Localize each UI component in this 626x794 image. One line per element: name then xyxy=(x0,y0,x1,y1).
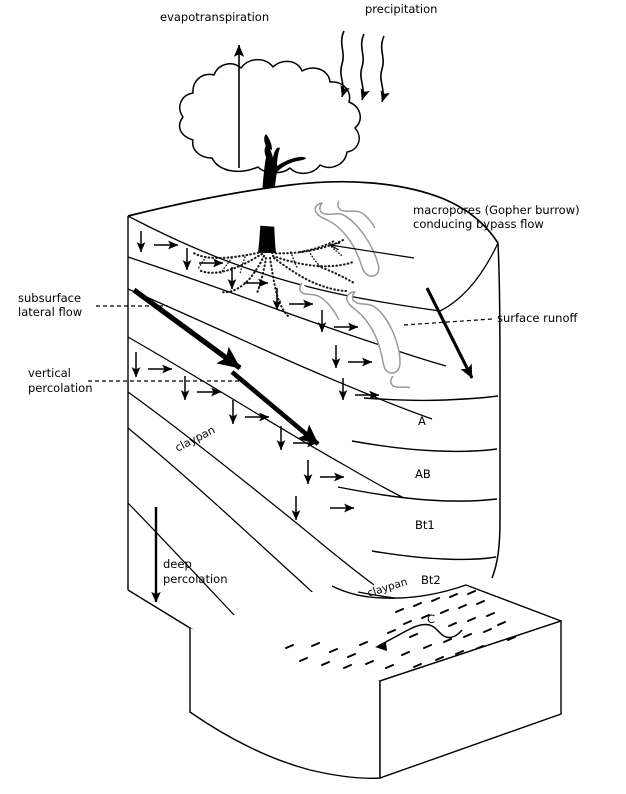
label-macropores-line1: macropores (Gopher burrow) xyxy=(413,203,580,217)
front-horizon-A-top xyxy=(363,395,499,402)
horizon-label-A: A xyxy=(418,414,426,428)
channel-arrowhead-icon xyxy=(375,642,387,651)
precipitation-arrows xyxy=(340,30,390,103)
block-right-edge xyxy=(491,242,501,579)
tree-canopy-icon xyxy=(178,58,361,174)
tree-roots xyxy=(190,237,356,318)
label-vertical-percolation-line1: vertical xyxy=(28,366,71,380)
label-deep-percolation-line1: deep xyxy=(163,557,192,571)
block-top-surface xyxy=(127,180,499,312)
burrow-tube-1 xyxy=(314,202,380,277)
block-left-bottom-edge xyxy=(127,589,191,629)
horizon-line-A-base xyxy=(127,256,447,367)
burrow-tube-5 xyxy=(299,282,340,321)
label-evapotranspiration: evapotranspiration xyxy=(160,10,270,24)
horizon-label-Bt2: Bt2 xyxy=(421,573,441,587)
top-face-right-edge xyxy=(439,242,499,312)
slab-front-left-face xyxy=(189,628,381,779)
horizon-line-AB-base xyxy=(127,288,433,420)
front-horizon-Bt1-top xyxy=(337,486,498,502)
horizon-line-Bt2-base xyxy=(127,391,375,586)
tree-branch-fork-icon xyxy=(264,134,272,150)
precipitation-arrow-2 xyxy=(360,33,370,101)
horizon-line-Bt1-base xyxy=(127,336,405,499)
label-deep-percolation-line2: percolation xyxy=(163,572,228,586)
gravel-stipple xyxy=(285,590,516,669)
label-macropores-line2: conducing bypass flow xyxy=(413,217,544,231)
horizon-label-Bt1: Bt1 xyxy=(415,518,435,532)
gopher-burrow-macropores xyxy=(299,200,411,389)
channel-wavy-line xyxy=(377,623,463,647)
label-subsurface-lateral-flow-line1: subsurface xyxy=(18,291,82,305)
leader-macropores-arrow xyxy=(330,245,415,259)
vertical-percolation-arrows xyxy=(131,231,380,521)
surface-runoff-arrow xyxy=(425,287,474,379)
precipitation-arrow-3 xyxy=(380,35,390,103)
lower-slab xyxy=(189,584,562,779)
right-front-face xyxy=(337,242,501,604)
horizon-label-C: C xyxy=(427,612,436,626)
precipitation-arrow-1 xyxy=(340,30,350,98)
burrow-tube-2 xyxy=(337,200,376,229)
leader-lines xyxy=(88,305,493,382)
subsurface-lateral-flow-arrow-1 xyxy=(132,287,242,371)
burrow-tube-4 xyxy=(390,375,411,389)
label-surface-runoff: surface runoff xyxy=(497,311,578,325)
label-vertical-percolation-line2: percolation xyxy=(28,381,93,395)
horizon-label-AB: AB xyxy=(415,467,431,481)
subsurface-lateral-flow-arrow-2 xyxy=(230,370,320,446)
front-horizon-Bt2-top xyxy=(371,550,497,561)
leader-surface-runoff xyxy=(403,318,493,326)
hill-crest-edge xyxy=(127,180,499,244)
slab-front-right-face xyxy=(379,620,562,779)
burrow-tube-3 xyxy=(346,291,401,374)
label-precipitation: precipitation xyxy=(365,2,438,16)
front-horizon-AB-top xyxy=(351,440,498,453)
label-subsurface-lateral-flow-line2: lateral flow xyxy=(18,305,83,319)
